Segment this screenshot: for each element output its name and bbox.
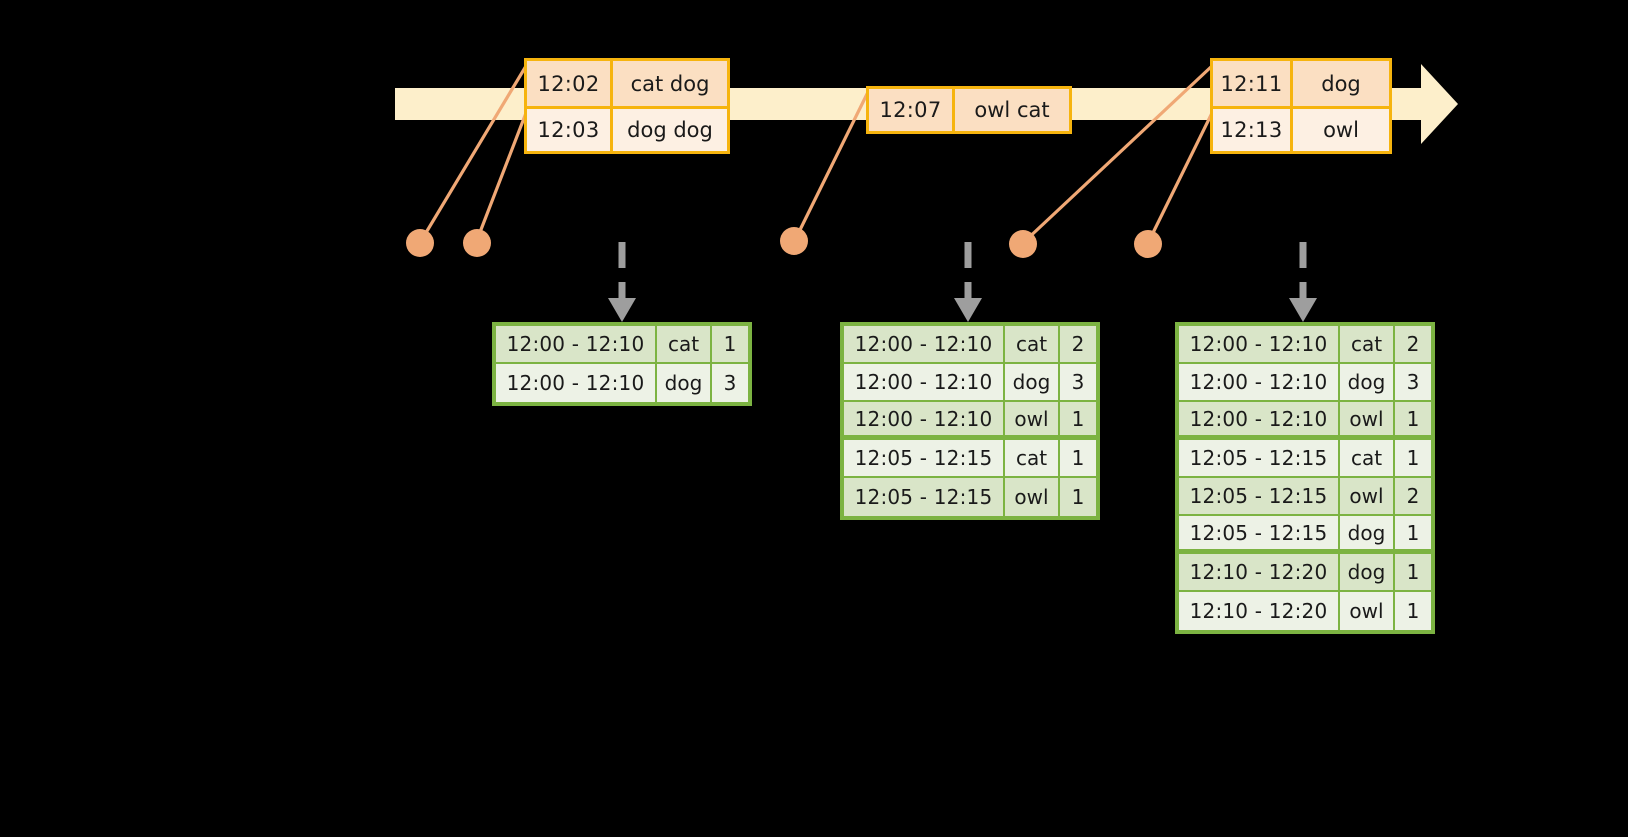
dashed-arrows [608,242,1317,322]
cell-count: 1 [712,326,748,362]
cell-window: 12:00 - 12:10 [496,326,657,362]
cell-window: 12:10 - 12:20 [1179,554,1340,590]
cell-window: 12:10 - 12:20 [1179,592,1340,630]
event-row: 12:03 dog dog [527,106,727,151]
cell-word: owl [1340,402,1395,435]
cell-word: dog [657,364,712,402]
event-row: 12:07 owl cat [869,89,1069,131]
event-words: cat dog [613,61,727,106]
event-words: owl [1293,109,1389,151]
cell-word: dog [1340,364,1395,400]
dot-12-13-icon [1134,230,1162,258]
event-row: 12:02 cat dog [527,61,727,106]
cell-window: 12:00 - 12:10 [1179,402,1340,435]
cell-window: 12:05 - 12:15 [844,478,1005,516]
connector-line-12-03 [475,112,528,241]
cell-window: 12:00 - 12:10 [844,326,1005,362]
event-time: 12:13 [1213,109,1293,151]
cell-window: 12:00 - 12:10 [1179,364,1340,400]
dashed-arrow-3-icon [1289,242,1317,322]
cell-word: cat [1340,440,1395,476]
dashed-arrow-2-icon [954,242,982,322]
cell-count: 1 [1060,478,1096,516]
event-box-3: 12:11 dog 12:13 owl [1210,58,1392,154]
cell-word: dog [1340,554,1395,590]
event-words: dog [1293,61,1389,106]
event-row: 12:11 dog [1213,61,1389,106]
connector-line-12-07 [793,91,870,241]
cell-window: 12:05 - 12:15 [1179,478,1340,514]
dot-12-07-icon [780,227,808,255]
connector-line-12-02 [419,65,528,242]
cell-count: 2 [1395,478,1431,514]
cell-window: 12:00 - 12:10 [844,402,1005,435]
cell-word: dog [1340,516,1395,549]
cell-count: 1 [1060,440,1096,476]
cell-window: 12:05 - 12:15 [1179,440,1340,476]
dot-12-03-icon [463,229,491,257]
event-time: 12:07 [869,89,955,131]
dashed-arrow-1-icon [608,242,636,322]
event-words: dog dog [613,109,727,151]
cell-count: 1 [1395,402,1431,435]
cell-word: owl [1005,478,1060,516]
event-box-1: 12:02 cat dog 12:03 dog dog [524,58,730,154]
event-box-2: 12:07 owl cat [866,86,1072,134]
cell-word: cat [657,326,712,362]
cell-word: dog [1005,364,1060,400]
dot-12-11-icon [1009,230,1037,258]
cell-word: cat [1005,326,1060,362]
cell-window: 12:05 - 12:15 [1179,516,1340,549]
connector-line-12-13 [1146,112,1214,244]
cell-word: cat [1340,326,1395,362]
cell-word: owl [1340,478,1395,514]
connector-dots [406,227,1162,258]
cell-window: 12:00 - 12:10 [844,364,1005,400]
cell-count: 3 [712,364,748,402]
connector-line-12-11 [1021,64,1214,245]
event-row: 12:13 owl [1213,106,1389,151]
cell-word: owl [1005,402,1060,435]
cell-window: 12:00 - 12:10 [1179,326,1340,362]
dot-12-02-icon [406,229,434,257]
event-time: 12:02 [527,61,613,106]
event-time: 12:11 [1213,61,1293,106]
connector-lines [419,64,1214,245]
cell-count: 1 [1395,554,1431,590]
cell-word: cat [1005,440,1060,476]
cell-window: 12:05 - 12:15 [844,440,1005,476]
cell-count: 1 [1060,402,1096,435]
cell-count: 2 [1060,326,1096,362]
event-time: 12:03 [527,109,613,151]
cell-word: owl [1340,592,1395,630]
event-words: owl cat [955,89,1069,131]
cell-count: 1 [1395,592,1431,630]
cell-count: 1 [1395,440,1431,476]
cell-count: 2 [1395,326,1431,362]
cell-count: 3 [1060,364,1096,400]
cell-window: 12:00 - 12:10 [496,364,657,402]
cell-count: 1 [1395,516,1431,549]
cell-count: 3 [1395,364,1431,400]
